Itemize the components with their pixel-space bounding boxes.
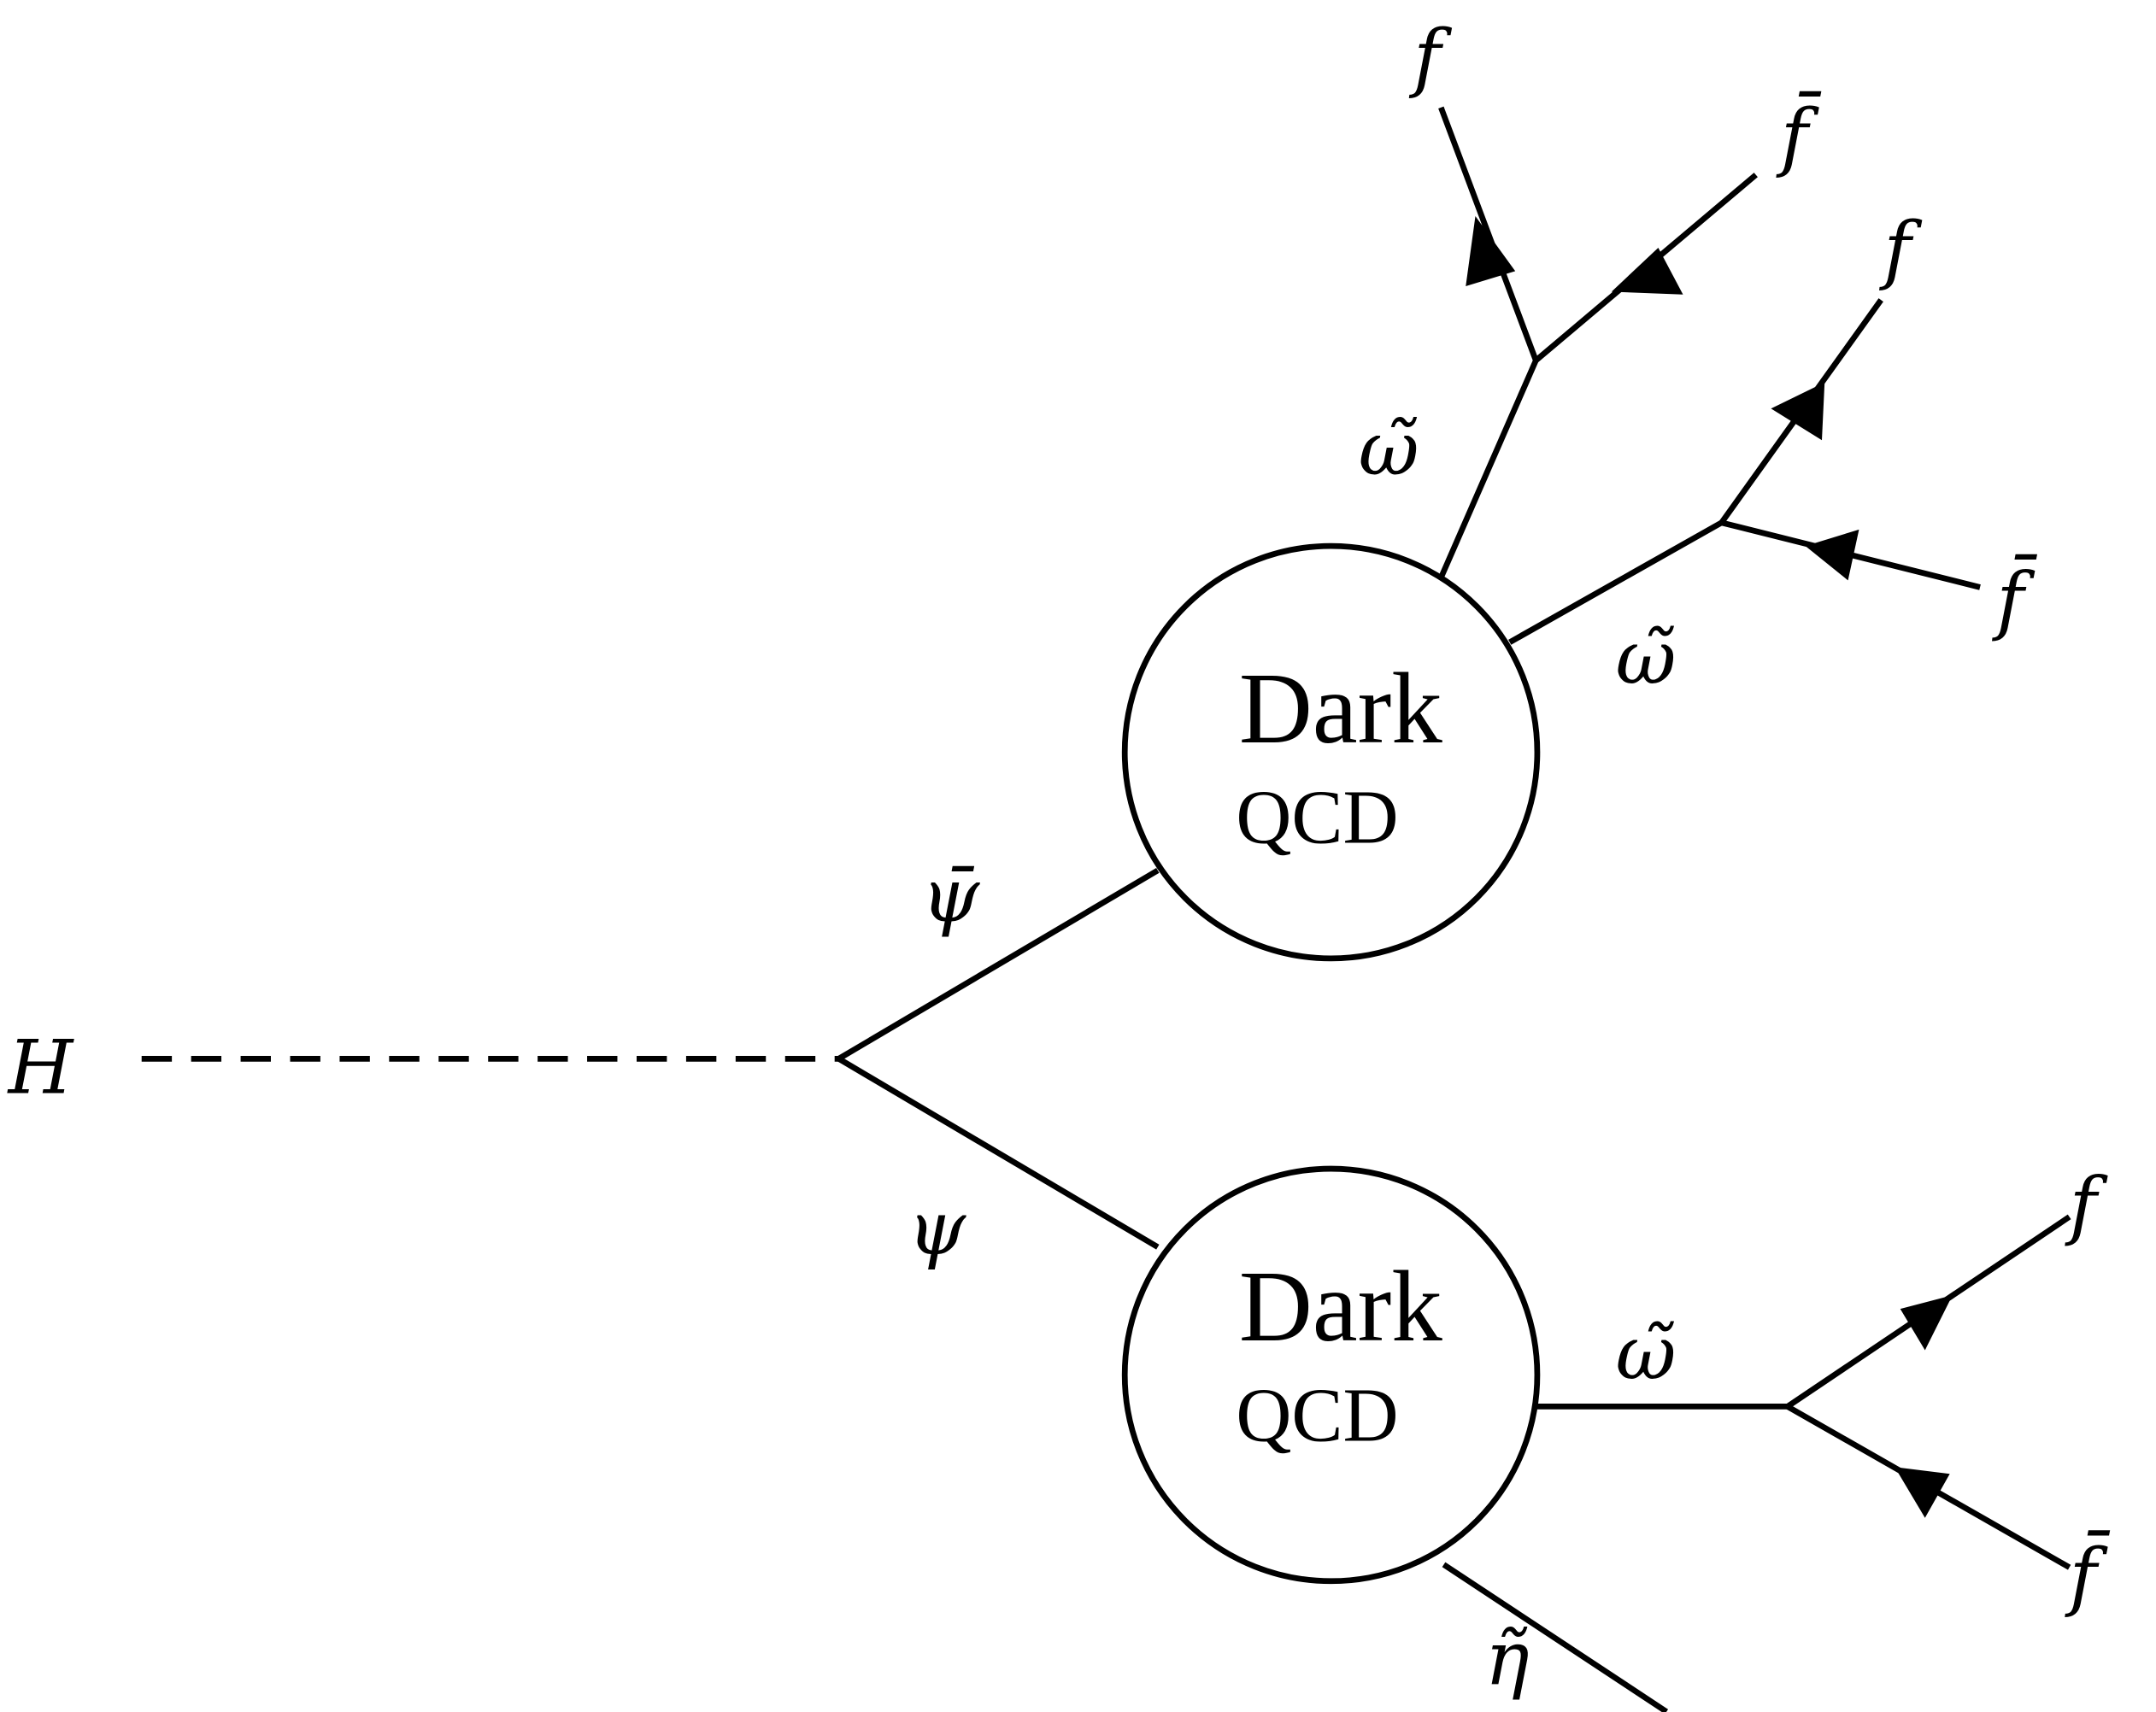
psi-line	[837, 1056, 1160, 1250]
label-f-1: f	[1408, 15, 1452, 101]
label-f-2: f	[1878, 207, 1922, 293]
label-omega-1: ω̃	[1359, 406, 1419, 492]
arrow-f-2	[1771, 382, 1825, 441]
arrow-fbar-1	[1611, 247, 1683, 295]
fermion-line-f-1	[1438, 106, 1539, 362]
arrow-fbar-2	[1805, 529, 1859, 581]
blob-upper-line2: QCD	[1236, 776, 1398, 860]
label-fbar-3: f̄	[2065, 1530, 2111, 1620]
psibar-line	[837, 867, 1160, 1062]
dark-qcd-blob-lower	[1121, 1165, 1541, 1585]
label-omega-3: ω̃	[1616, 1310, 1677, 1397]
label-fbar-2: f̄	[1991, 554, 2037, 644]
label-eta: η̃	[1485, 1615, 1530, 1702]
label-f-3: f	[2065, 1162, 2108, 1248]
arrow-f-1	[1466, 215, 1516, 287]
blob-lower-line2: QCD	[1236, 1374, 1398, 1458]
label-fbar-1: f̄	[1776, 91, 1822, 180]
arrow-fbar-3	[1895, 1467, 1950, 1518]
omega-line-2	[1508, 519, 1724, 645]
omega-line-1	[1438, 359, 1539, 579]
arrow-f-3	[1900, 1295, 1953, 1351]
label-higgs: H	[7, 1025, 75, 1111]
eta-line	[1442, 1562, 1669, 1712]
dark-qcd-blob-upper	[1121, 542, 1541, 962]
label-omega-2: ω̃	[1616, 615, 1677, 701]
label-psibar: ψ̄	[921, 853, 980, 939]
blob-upper-line1: Dark	[1239, 652, 1442, 765]
label-psi: ψ	[908, 1186, 966, 1272]
blob-lower-line1: Dark	[1239, 1250, 1442, 1363]
